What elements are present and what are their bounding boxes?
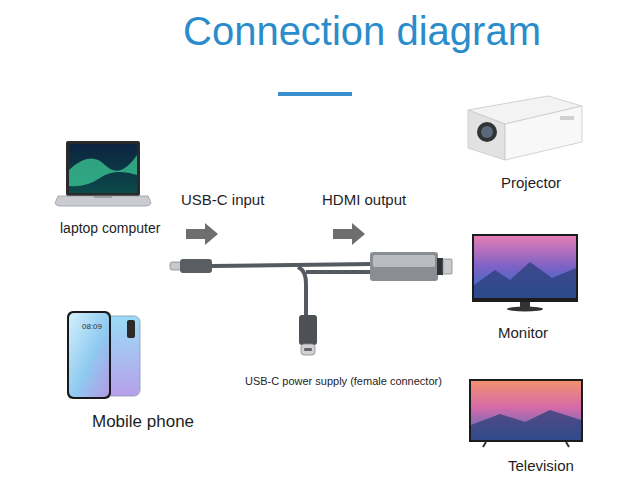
device-node: laptop computer [50, 135, 175, 240]
hdmi-adapter-face [373, 255, 435, 267]
diagram-title: Connection diagram [183, 11, 541, 51]
projector-illustration [468, 96, 582, 160]
device-label: Monitor [498, 324, 548, 342]
laptop-screen [69, 144, 137, 193]
usb-c-plug-tip [170, 262, 181, 270]
device-node: Monitor [465, 228, 585, 343]
monitor-landscape [474, 262, 576, 298]
tv-frame [469, 379, 583, 442]
tv-legs [483, 442, 569, 447]
port-label: USB-C power supply (female connector) [245, 375, 442, 388]
direction-arrow [333, 223, 365, 245]
projector-side [505, 106, 582, 160]
device-node: Projector [455, 88, 585, 193]
adapter-cable [170, 252, 452, 355]
phone-screen [69, 313, 109, 397]
phone-illustration [67, 311, 140, 399]
hdmi-plug-tip [443, 259, 452, 274]
projector-lens-glass [481, 126, 493, 138]
screen-clock: 08:09 [82, 322, 102, 332]
device-node: Television [465, 375, 590, 475]
tv-landscape [471, 410, 581, 440]
port-label: HDMI output [322, 191, 406, 209]
direction-arrow [186, 223, 218, 245]
usb-c-socket-tip [301, 344, 315, 355]
hdmi-adapter-body [370, 252, 438, 281]
tv-screen [471, 381, 581, 440]
laptop-illustration [55, 141, 151, 206]
device-label: Television [508, 457, 574, 475]
projector-panel [560, 116, 574, 120]
usb-c-plug-housing [180, 259, 212, 273]
monitor-base [507, 307, 543, 312]
phone-camera [127, 320, 135, 338]
television-illustration [469, 379, 583, 447]
laptop-notch [94, 196, 112, 198]
cable-branch [298, 267, 306, 316]
laptop-aurora [69, 155, 137, 186]
device-label: Mobile phone [92, 412, 194, 432]
device-label: Projector [501, 174, 561, 192]
device-label: laptop computer [60, 220, 160, 237]
monitor-screen [474, 236, 576, 298]
hdmi-plug-collar [437, 258, 443, 275]
usb-c-socket-housing [299, 315, 317, 345]
monitor-frame [472, 234, 578, 302]
phone-front [67, 311, 111, 399]
cable [212, 264, 372, 266]
projector-front [468, 110, 505, 160]
cable [306, 270, 372, 274]
laptop-bezel [66, 141, 140, 196]
monitor-illustration [472, 234, 578, 312]
laptop-base [55, 196, 151, 206]
usb-c-socket-slot [304, 348, 312, 351]
port-label: USB-C input [181, 191, 264, 209]
device-node: Mobile phone [60, 305, 205, 435]
projector-lens [477, 122, 497, 142]
title-underline [278, 92, 352, 96]
